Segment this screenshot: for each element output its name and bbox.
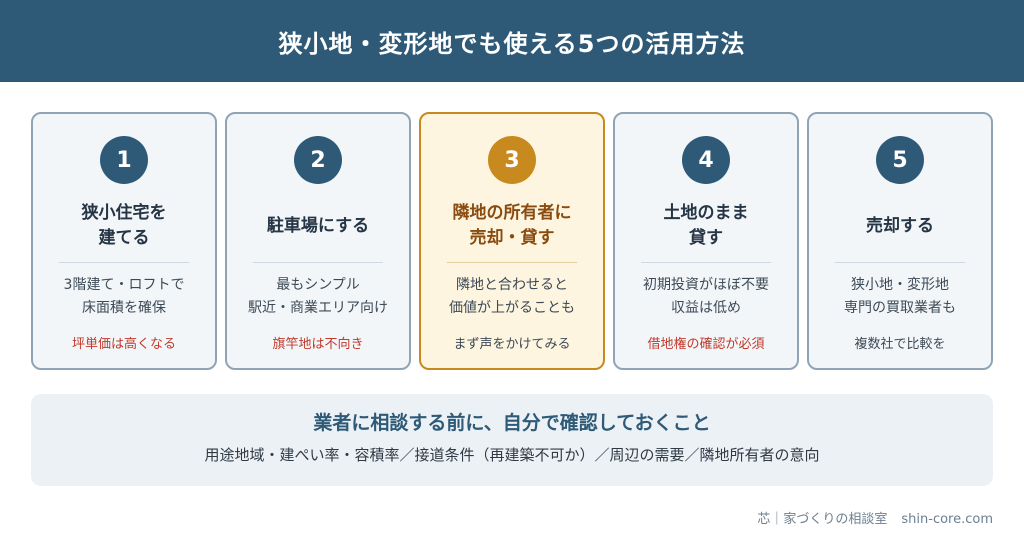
card-title-line: 貸す (689, 228, 723, 248)
card-number-badge: 5 (876, 136, 924, 184)
card-note: 借地権の確認が必須 (647, 337, 765, 352)
checklist-title: 業者に相談する前に、自分で確認しておくこと (313, 412, 711, 434)
card-desc-line: 3階建て・ロフトで (63, 277, 185, 293)
method-card-4: 4 土地のまま 貸す 初期投資がほぼ不要 収益は低め 借地権の確認が必須 (613, 112, 799, 370)
card-number-badge: 4 (682, 136, 730, 184)
card-title: 売却する (815, 198, 985, 254)
card-desc-line: 隣地と合わせると (456, 277, 568, 293)
card-note: 坪単価は高くなる (71, 337, 176, 352)
card-divider (253, 262, 383, 263)
card-description: 初期投資がほぼ不要 収益は低め (619, 274, 793, 320)
card-number-badge: 2 (294, 136, 342, 184)
card-divider (835, 262, 965, 263)
card-desc-line: 価値が上がることも (449, 300, 575, 316)
card-title-line: 売却する (866, 215, 934, 236)
card-title-line: 土地のまま (663, 203, 749, 223)
card-divider (59, 262, 189, 263)
method-card-3: 3 隣地の所有者に 売却・貸す 隣地と合わせると 価値が上がることも まず声をか… (419, 112, 605, 370)
card-number-badge: 1 (100, 136, 148, 184)
card-desc-line: 狭小地・変形地 (851, 277, 949, 293)
card-note: 複数社で比較を (854, 337, 946, 352)
card-desc-line: 専門の買取業者も (844, 300, 956, 316)
footer-brand: 芯｜家づくりの相談室 (757, 512, 888, 527)
card-title-line: 駐車場にする (266, 215, 370, 236)
card-description: 隣地と合わせると 価値が上がることも (425, 274, 599, 320)
card-description: 最もシンプル 駅近・商業エリア向け (231, 274, 405, 320)
card-desc-line: 初期投資がほぼ不要 (643, 277, 769, 293)
checklist-items: 用途地域・建ぺい率・容積率／接道条件（再建築不可か）／周辺の需要／隣地所有者の意… (204, 446, 820, 464)
page-header: 狭小地・変形地でも使える5つの活用方法 (0, 0, 1024, 82)
method-cards: 1 狭小住宅を 建てる 3階建て・ロフトで 床面積を確保 坪単価は高くなる 2 … (31, 112, 993, 370)
card-desc-line: 駅近・商業エリア向け (248, 300, 388, 316)
card-description: 3階建て・ロフトで 床面積を確保 (37, 274, 211, 320)
card-note: 旗竿地は不向き (272, 337, 364, 352)
card-title: 隣地の所有者に 売却・貸す (427, 198, 597, 254)
method-card-1: 1 狭小住宅を 建てる 3階建て・ロフトで 床面積を確保 坪単価は高くなる (31, 112, 217, 370)
card-note: まず声をかけてみる (453, 337, 571, 352)
page-title: 狭小地・変形地でも使える5つの活用方法 (278, 29, 746, 58)
card-description: 狭小地・変形地 専門の買取業者も (813, 274, 987, 320)
card-desc-line: 最もシンプル (276, 277, 360, 293)
card-divider (641, 262, 771, 263)
pre-consultation-checklist: 業者に相談する前に、自分で確認しておくこと 用途地域・建ぺい率・容積率／接道条件… (31, 394, 993, 486)
card-number-badge: 3 (488, 136, 536, 184)
card-desc-line: 床面積を確保 (82, 300, 166, 316)
card-title: 土地のまま 貸す (621, 198, 791, 254)
card-title-line: 隣地の所有者に (452, 203, 572, 223)
card-title: 狭小住宅を 建てる (39, 198, 209, 254)
card-title-line: 売却・貸す (469, 228, 555, 248)
footer-url: shin-core.com (901, 512, 993, 527)
footer-credit: 芯｜家づくりの相談室 shin-core.com (757, 508, 993, 527)
card-title-line: 狭小住宅を (81, 203, 167, 223)
method-card-5: 5 売却する 狭小地・変形地 専門の買取業者も 複数社で比較を (807, 112, 993, 370)
card-divider (447, 262, 577, 263)
method-card-2: 2 駐車場にする 最もシンプル 駅近・商業エリア向け 旗竿地は不向き (225, 112, 411, 370)
card-title-line: 建てる (98, 228, 150, 248)
card-title: 駐車場にする (233, 198, 403, 254)
card-desc-line: 収益は低め (671, 300, 741, 316)
